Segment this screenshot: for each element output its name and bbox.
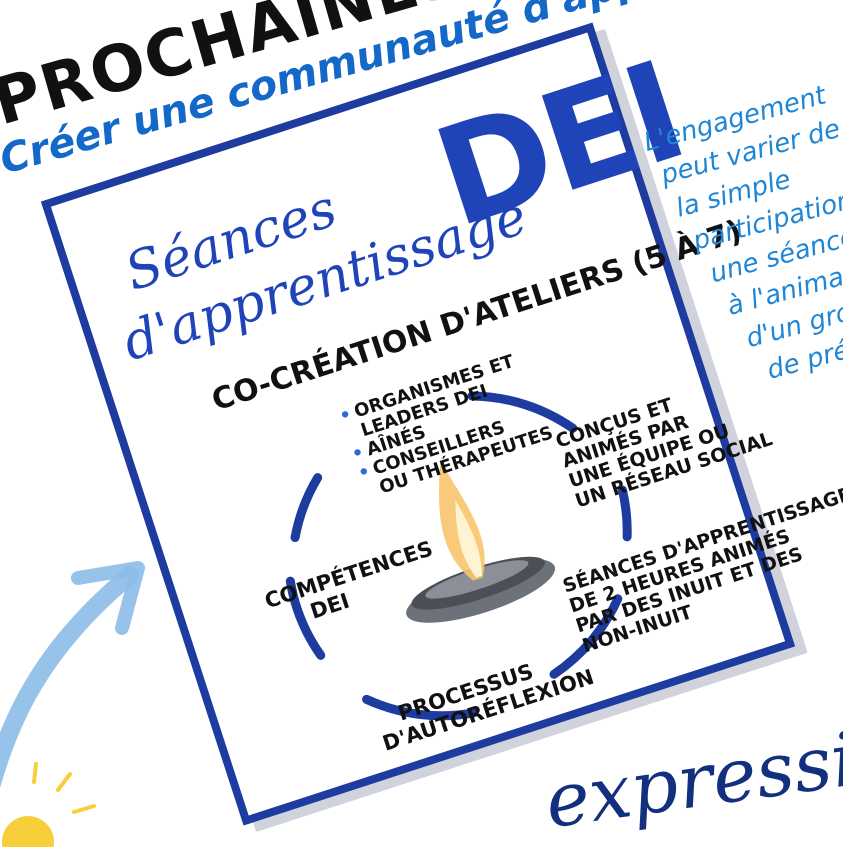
lightbulb-icon	[2, 762, 96, 847]
qulliq-lamp-icon	[406, 460, 556, 623]
poster-card: Séances d'apprentissage DEI CO-CRÉATION …	[40, 22, 843, 832]
card-frame: Séances d'apprentissage DEI CO-CRÉATION …	[40, 22, 843, 826]
arrow-icon	[0, 561, 145, 788]
cycle-ring	[285, 391, 632, 721]
